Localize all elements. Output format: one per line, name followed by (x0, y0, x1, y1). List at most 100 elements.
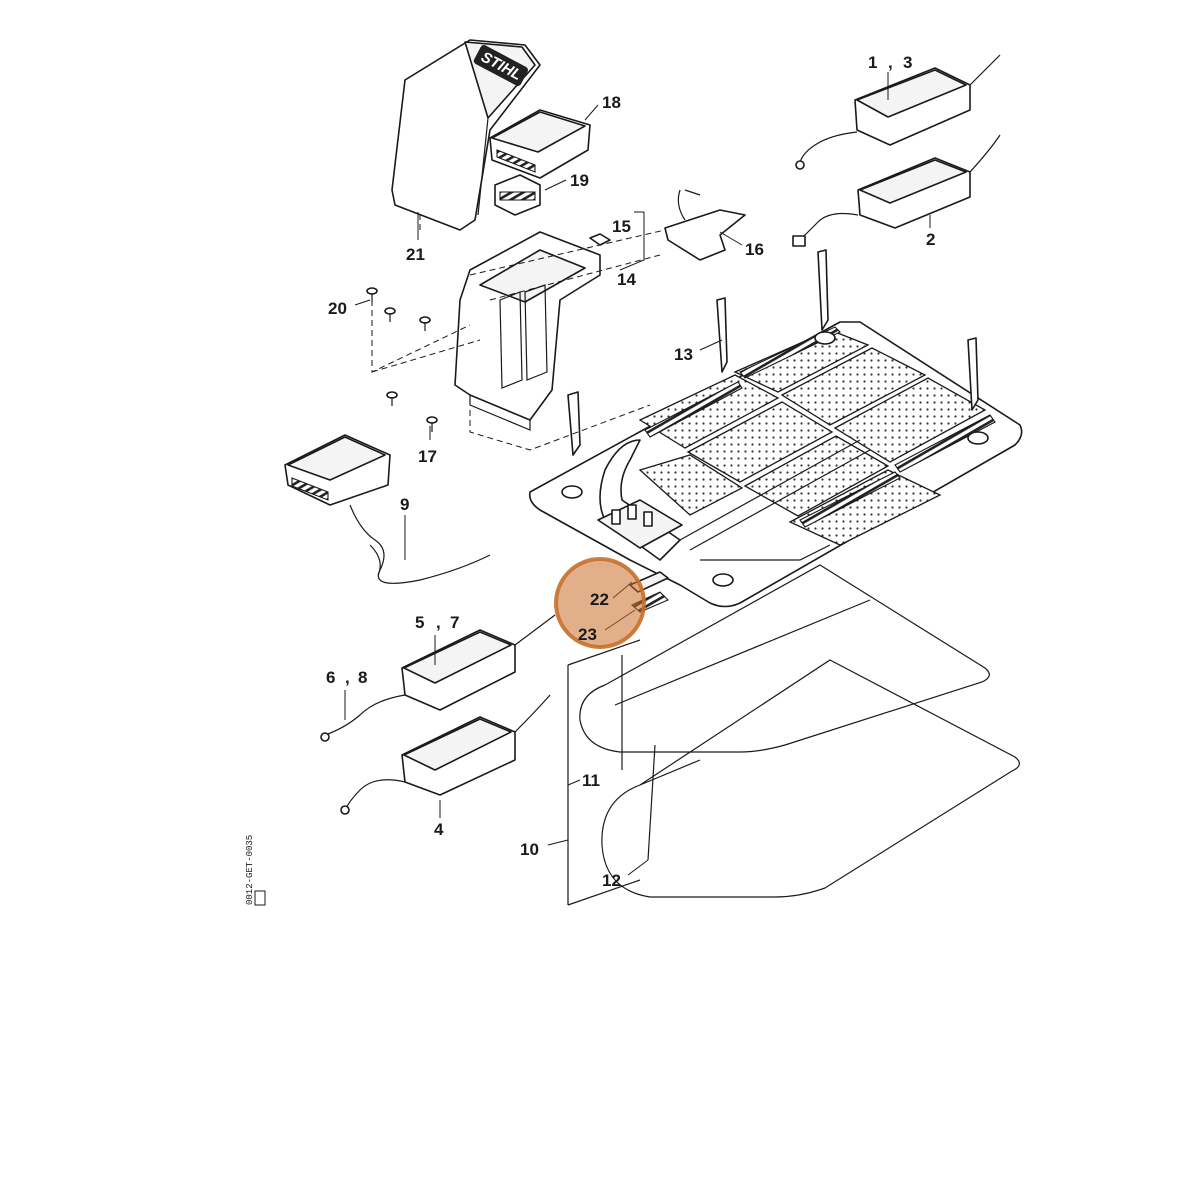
plate-panel-2 (780, 347, 927, 426)
plate-rail-2 (689, 449, 871, 551)
psu-4-output-cable (514, 694, 551, 733)
psu-4-mains-cable (344, 779, 406, 811)
label-18: 18 (602, 93, 621, 112)
bracket-line-10-bottom (567, 879, 641, 906)
wire-loop-12 (601, 659, 1020, 898)
terminal-pin-2 (627, 504, 637, 520)
label-21: 21 (406, 245, 425, 264)
psu-5-mains-cable (324, 694, 406, 736)
plate-slots-1 (644, 381, 743, 438)
psu-2-plug (792, 235, 806, 247)
power-supply-4 (340, 694, 551, 815)
label-17: 17 (418, 447, 437, 466)
unit-9-pins (291, 477, 329, 501)
label-14: 14 (617, 270, 636, 289)
control-unit-9 (284, 434, 491, 584)
psu-5-output-cable (514, 614, 556, 646)
assembly-line-20b (371, 339, 481, 373)
label-1-separator: , (888, 53, 893, 72)
anchor-hole-1 (561, 485, 583, 499)
assembly-line-15 (469, 229, 666, 276)
bracket-line-10-top (567, 639, 641, 666)
assembly-line-17 (469, 404, 651, 451)
plate-slots-4 (799, 471, 901, 528)
ground-pegs (567, 249, 979, 456)
unit-9-top (287, 436, 386, 481)
housing-base (469, 395, 531, 431)
connector-block-19 (494, 174, 541, 216)
screw-4 (386, 391, 398, 406)
terminal-pin-1 (611, 509, 621, 525)
plate-panel-5 (686, 401, 834, 483)
screw-17 (426, 416, 438, 432)
control-board-18 (489, 109, 591, 179)
label-1: 1 (868, 53, 877, 72)
label-13: 13 (674, 345, 693, 364)
label-3: 3 (903, 53, 912, 72)
plate-panel-8 (788, 469, 942, 546)
terminal-pin-3 (643, 511, 653, 527)
label-2: 2 (926, 230, 935, 249)
power-supply-2 (792, 134, 1001, 247)
psu-2-mains-cable (799, 212, 859, 241)
harness-16-wire (677, 189, 686, 221)
board-18-pins (496, 149, 536, 173)
wire-seam-12 (639, 759, 701, 786)
harness-16-body (664, 209, 746, 261)
screw-2 (384, 307, 396, 322)
label-19: 19 (570, 171, 589, 190)
cover-side-edge (477, 117, 489, 216)
psu-1-mains-cable (799, 131, 858, 166)
board-18-top (491, 111, 586, 153)
psu-4-plug (340, 805, 350, 815)
plate-rail-3 (700, 544, 831, 561)
label-4: 4 (434, 820, 444, 839)
plate-slots-3 (894, 414, 996, 473)
label-12: 12 (602, 871, 621, 890)
psu-4-top (403, 718, 512, 771)
anchor-hole-2 (814, 331, 836, 345)
plate-panel-7 (638, 454, 744, 516)
psu-5-plug (320, 732, 330, 742)
power-supply-5-7 (320, 614, 556, 742)
label-5: 5 (415, 613, 424, 632)
anchor-hole-4 (712, 573, 734, 587)
cable-harness-16 (664, 189, 746, 261)
drawing-code-stamp: 0012-GET-0035 (245, 835, 266, 906)
label-9: 9 (400, 495, 409, 514)
cover-edge (404, 39, 471, 81)
wire-seam-11 (614, 599, 871, 706)
block-19-pins (499, 191, 536, 201)
peg-4 (567, 391, 581, 456)
label-11: 11 (582, 771, 600, 790)
part-labels: 1 , 3 2 4 5 , 7 6 , 8 9 10 11 12 13 14 1… (326, 53, 935, 890)
unit-9-cable (349, 504, 491, 584)
label-22: 22 (590, 590, 609, 609)
label-8: 8 (358, 668, 367, 687)
label-7: 7 (450, 613, 459, 632)
wire-lead-12 (647, 744, 656, 861)
psu-2-top (859, 159, 967, 204)
label-6: 6 (326, 668, 335, 687)
label-6-separator: , (345, 668, 350, 687)
label-15: 15 (612, 217, 631, 236)
psu-1-plug (795, 160, 805, 170)
screw-1 (366, 287, 378, 302)
wire-loop-11 (579, 564, 990, 753)
housing-rib-2 (524, 284, 548, 381)
psu-5-top (403, 631, 512, 684)
psu-2-output-cable (969, 134, 1001, 173)
station-housing (454, 231, 611, 431)
label-5-separator: , (436, 613, 441, 632)
label-16: 16 (745, 240, 764, 259)
power-supply-1-3 (795, 54, 1001, 170)
harness-16-wire-tip (684, 189, 701, 196)
label-23: 23 (578, 625, 597, 644)
drawing-code: 0012-GET-0035 (245, 835, 255, 905)
psu-1-top (856, 69, 967, 118)
base-plate (528, 321, 1023, 613)
label-10: 10 (520, 840, 539, 859)
peg-3 (967, 337, 979, 411)
